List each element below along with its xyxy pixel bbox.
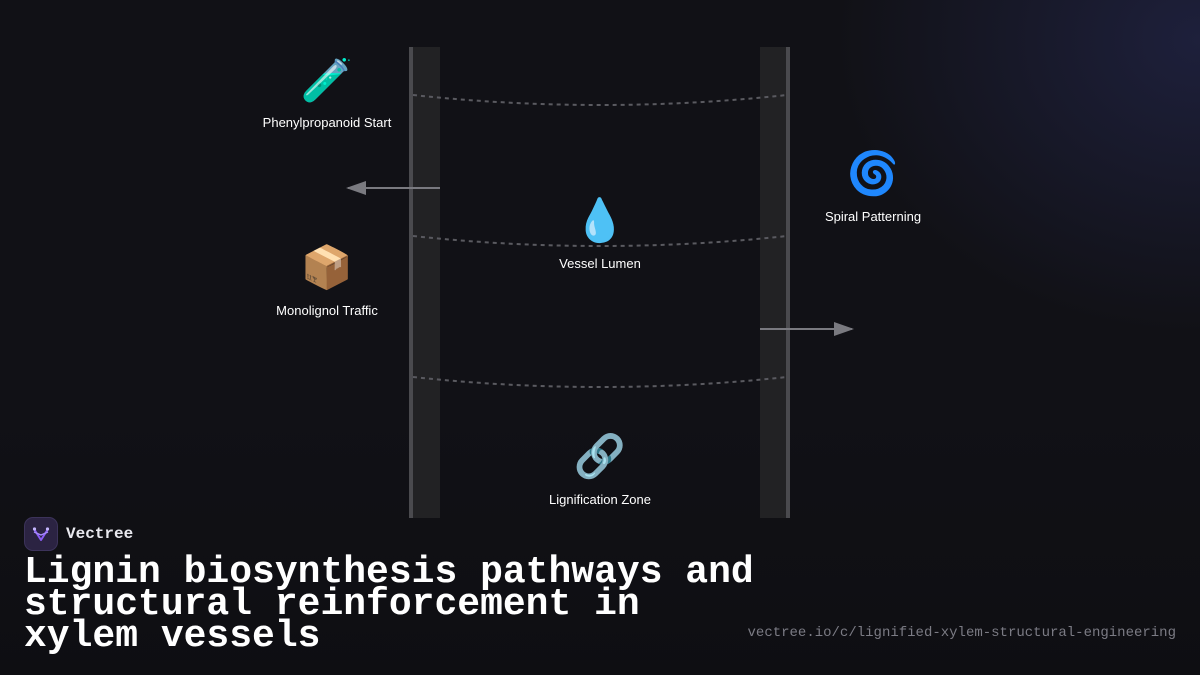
brand-name: Vectree	[66, 525, 134, 543]
node-label: Vessel Lumen	[559, 256, 641, 271]
brand[interactable]: Vectree	[24, 517, 1176, 551]
cross-section-line	[412, 94, 788, 106]
vessel-walls	[409, 47, 790, 518]
droplet-icon: 💧	[574, 196, 626, 245]
flow-arrows	[346, 181, 854, 336]
node-vessel-lumen: 💧 Vessel Lumen	[559, 196, 641, 272]
node-spiral: 🌀 Spiral Patterning	[825, 148, 921, 225]
vectree-logo-icon	[24, 517, 58, 551]
cross-section-line	[412, 376, 788, 388]
right-wall-edge	[786, 47, 790, 518]
left-wall	[410, 47, 440, 518]
package-icon: 📦	[301, 243, 353, 292]
source-url[interactable]: vectree.io/c/lignified-xylem-structural-…	[747, 625, 1176, 641]
test-tube-icon: 🧪	[301, 56, 353, 105]
node-lignification: 🔗 Lignification Zone	[549, 431, 651, 508]
footer: Vectree Lignin biosynthesis pathways and…	[24, 517, 1176, 658]
node-label: Phenylpropanoid Start	[263, 115, 392, 130]
spiral-icon: 🌀	[847, 148, 899, 198]
cross-section-line	[412, 235, 788, 247]
cross-sections	[412, 94, 788, 388]
page-title: Lignin biosynthesis pathways and structu…	[24, 551, 754, 658]
node-label: Lignification Zone	[549, 492, 651, 507]
node-phenylpropanoid: 🧪 Phenylpropanoid Start	[263, 56, 392, 131]
node-label: Monolignol Traffic	[276, 303, 378, 318]
node-label: Spiral Patterning	[825, 209, 921, 224]
left-wall-edge	[409, 47, 413, 518]
link-icon: 🔗	[574, 431, 626, 482]
node-monolignol: 📦 Monolignol Traffic	[276, 243, 378, 319]
right-wall	[760, 47, 790, 518]
